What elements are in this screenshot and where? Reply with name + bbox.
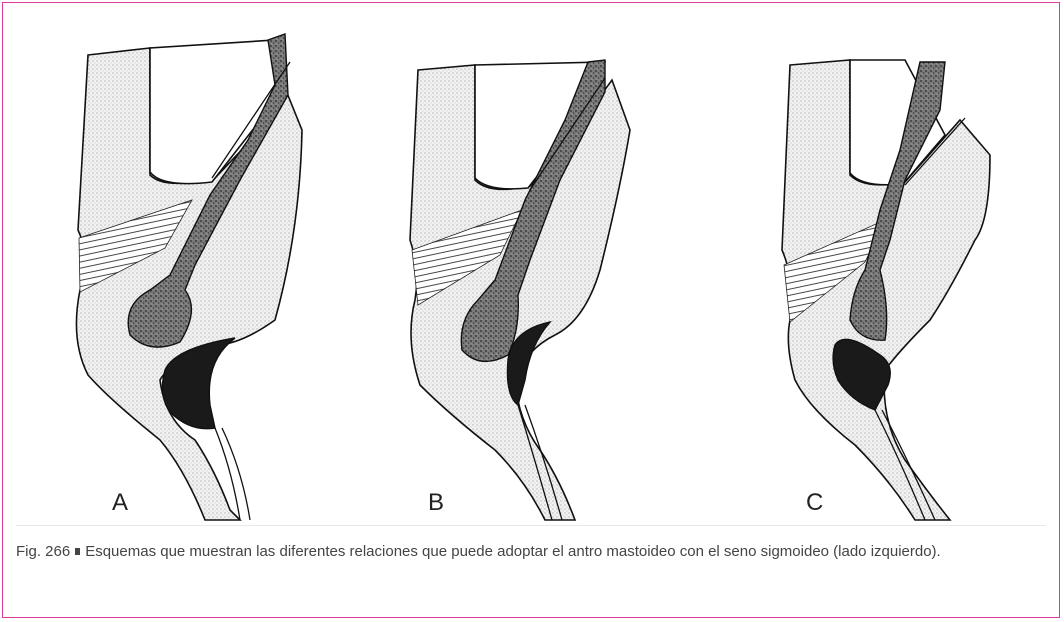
panel-b: B [410, 60, 630, 520]
caption-number: Fig. 266 [16, 543, 70, 560]
panel-c: C [782, 60, 990, 520]
figure-caption: Fig. 266 Esquemas que muestran las difere… [16, 542, 1026, 562]
caption-text: Esquemas que muestran las diferentes rel… [85, 543, 941, 560]
panel-c-label: C [806, 489, 823, 516]
panel-a: A [76, 34, 302, 520]
caption-separator-icon [75, 548, 80, 555]
panel-a-label: A [112, 489, 128, 516]
figure-illustration: A B C [0, 0, 1064, 530]
panel-b-label: B [428, 489, 444, 516]
caption-divider [16, 525, 1046, 526]
